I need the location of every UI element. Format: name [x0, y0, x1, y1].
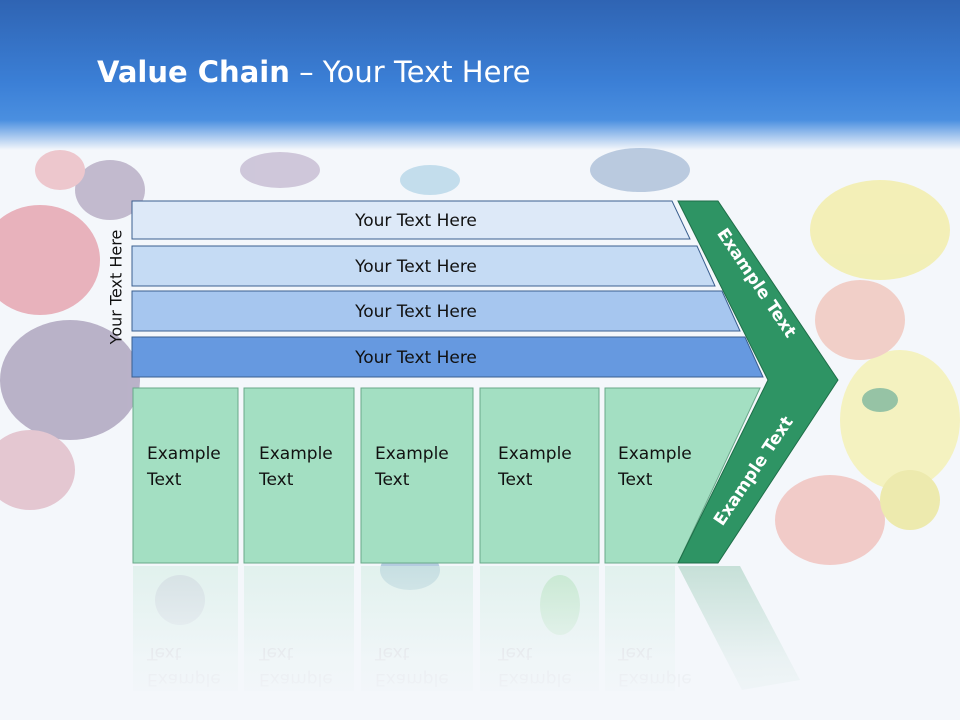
activity-box-label-line1: Example: [259, 444, 333, 464]
title-rest: – Your Text Here: [289, 55, 531, 89]
activity-box-label-line2: Text: [497, 470, 533, 490]
activity-box: [479, 387, 600, 564]
page-title: Value Chain – Your Text Here: [97, 55, 531, 89]
chain-bar: [131, 290, 741, 332]
title-bold: Value Chain: [97, 55, 290, 89]
bar-label: Your Text Here: [354, 211, 477, 231]
activity-box: [360, 387, 474, 564]
activity-box-label-line2: Text: [617, 470, 653, 490]
reflection-fade: [0, 566, 960, 720]
side-label: Your Text Here: [106, 229, 126, 345]
activity-box-label-line2: Text: [258, 470, 294, 490]
chain-bar: [131, 200, 691, 240]
activity-box-label-line1: Example: [618, 444, 692, 464]
activity-box: [243, 387, 355, 564]
bar-label: Your Text Here: [354, 302, 477, 322]
activity-box-label-line2: Text: [146, 470, 182, 490]
chain-bar: [131, 245, 716, 287]
activity-box-label-line1: Example: [498, 444, 572, 464]
activity-box-label-line1: Example: [375, 444, 449, 464]
bar-label: Your Text Here: [354, 348, 477, 368]
activity-box: [132, 387, 239, 564]
bar-label: Your Text Here: [354, 257, 477, 277]
margin-arrow: Example Text Example Text: [677, 200, 839, 564]
activity-box-label-line2: Text: [374, 470, 410, 490]
activity-box-label-line1: Example: [147, 444, 221, 464]
header-band: [0, 0, 960, 150]
chain-bar: [131, 336, 764, 378]
